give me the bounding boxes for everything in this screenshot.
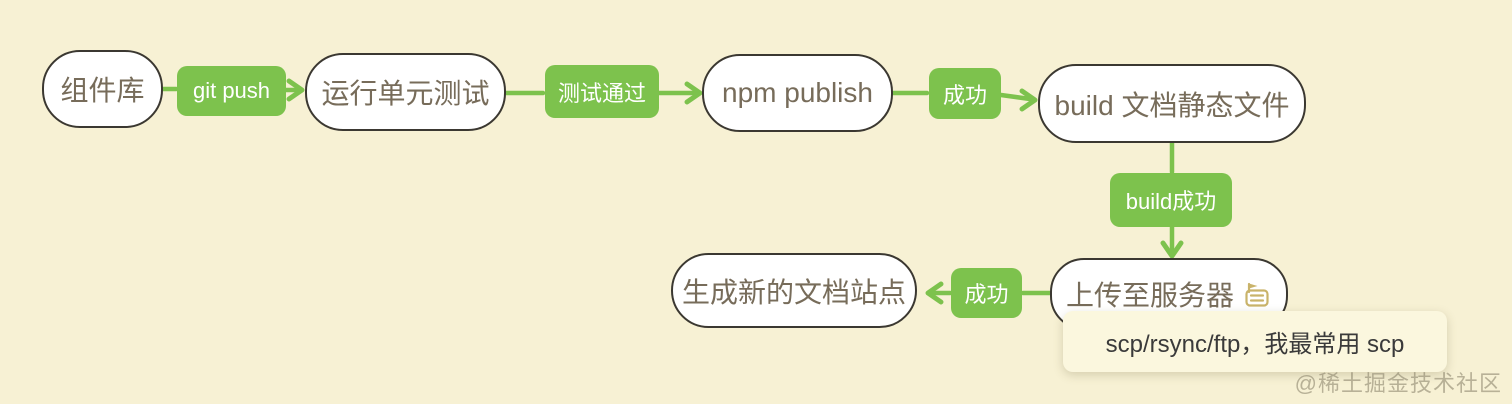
node-build-docs[interactable]: build 文档静态文件 — [1038, 64, 1306, 143]
node-component-library[interactable]: 组件库 — [42, 50, 163, 128]
note-icon[interactable] — [1242, 281, 1272, 309]
edge-label-build-success[interactable]: build成功 — [1110, 173, 1232, 227]
edge-label-git-push[interactable]: git push — [177, 66, 286, 116]
node-label: 生成新的文档站点 — [681, 276, 906, 308]
node-run-unit-tests[interactable]: 运行单元测试 — [305, 53, 506, 131]
arrowhead-right-icon — [684, 81, 703, 105]
edge-label-text: build成功 — [1125, 189, 1217, 214]
note-tooltip-text: scp/rsync/ftp，我最常用 scp — [1105, 331, 1405, 358]
edge-label-text: git push — [192, 78, 271, 103]
arrowhead-left-icon — [925, 281, 944, 305]
edge-label-text: 成功 — [942, 82, 987, 108]
edge-line — [998, 92, 1033, 102]
edge-label-text: 成功 — [964, 282, 1009, 307]
node-label: 组件库 — [60, 75, 145, 106]
arrowhead-right-icon — [1019, 88, 1038, 112]
node-label: build 文档静态文件 — [1054, 89, 1290, 121]
node-upload-to-server[interactable]: 上传至服务器 — [1050, 258, 1288, 330]
arrowhead-down-icon — [1160, 240, 1184, 259]
node-label: 上传至服务器 — [1065, 280, 1234, 311]
node-label: 运行单元测试 — [321, 78, 490, 109]
edge-label-text: 测试通过 — [557, 80, 646, 106]
arrowhead-right-icon — [286, 78, 305, 102]
node-label: npm publish — [722, 77, 873, 108]
node-npm-publish[interactable]: npm publish — [702, 54, 893, 132]
edge-label-success-bottom[interactable]: 成功 — [951, 268, 1022, 318]
edge-label-test-passed[interactable]: 测试通过 — [545, 65, 659, 118]
note-tooltip: scp/rsync/ftp，我最常用 scp — [1063, 311, 1447, 372]
watermark: @稀土掘金技术社区 — [1294, 371, 1502, 396]
edge-label-success-top[interactable]: 成功 — [929, 68, 1001, 119]
node-generate-doc-site[interactable]: 生成新的文档站点 — [671, 253, 917, 328]
